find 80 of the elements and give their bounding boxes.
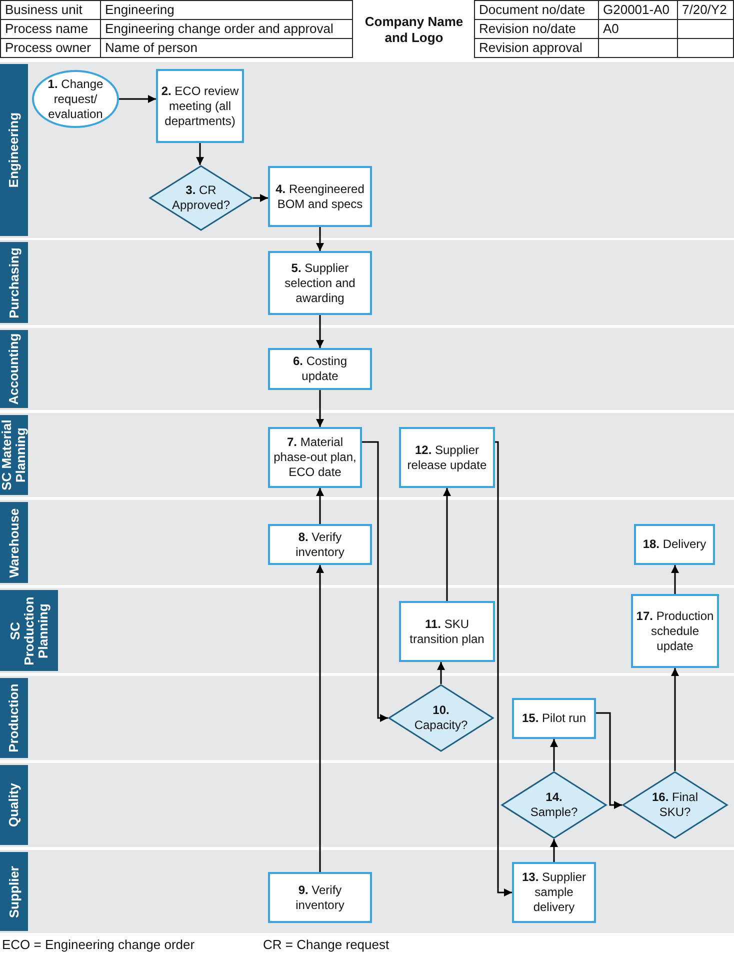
step-label: 14. Sample?: [529, 790, 579, 820]
footnote: ECO = Engineering change order: [2, 937, 196, 953]
decision-diamond: [501, 771, 607, 839]
arrow: [494, 441, 512, 896]
decision-diamond: [388, 684, 494, 752]
arrow: [596, 712, 622, 809]
lane-label: Accounting: [7, 333, 21, 405]
table-cell: 7/20/Y2: [677, 0, 734, 20]
arrow: [671, 565, 679, 594]
arrow: [316, 390, 324, 427]
arrow: [362, 441, 388, 722]
step-label: 3. CR Approved?: [170, 183, 232, 213]
step-label: 1. Change request/ evaluation: [46, 76, 104, 122]
swimlane-band: [0, 500, 734, 585]
arrow: [316, 488, 324, 524]
process-box: [399, 601, 495, 662]
swimlane-band: [0, 676, 734, 760]
header-text: Company Name and Logo: [364, 14, 464, 46]
lane-label: Warehouse: [7, 508, 21, 578]
swimlane-band: [0, 850, 734, 933]
arrow: [196, 143, 204, 165]
step-label: 12. Supplier release update: [406, 442, 488, 472]
lane-label: Engineering: [7, 112, 21, 188]
process-box: [268, 348, 372, 390]
arrow: [316, 565, 324, 872]
footnote: CR = Change request: [263, 937, 390, 953]
lane-label: SC Material Planning: [0, 418, 28, 492]
lane-label: Supplier: [7, 866, 21, 918]
swimlane-band: [0, 62, 734, 238]
step-label: 15. Pilot run: [520, 711, 588, 726]
lane-label: Purchasing: [7, 247, 21, 318]
arrow: [253, 194, 268, 202]
arrow: [437, 662, 445, 684]
arrow: [316, 315, 324, 348]
step-label: 10. Capacity?: [413, 703, 469, 733]
swimlane-band: [0, 588, 734, 673]
step-label: 16. Final SKU?: [650, 790, 700, 820]
process-box: [268, 524, 372, 565]
lane-label: Production: [7, 684, 21, 752]
arrow: [550, 739, 558, 771]
process-box: [268, 872, 372, 923]
arrow: [671, 668, 679, 771]
process-box: [399, 427, 495, 488]
table-cell: Business unit: [0, 0, 101, 20]
swimlane-band: [0, 763, 734, 847]
table-cell: Revision approval: [474, 38, 599, 58]
process-box: [156, 69, 244, 143]
swimlane-band: [0, 413, 734, 497]
swimlane-band: [0, 328, 734, 410]
process-box: [512, 862, 596, 923]
decision-diamond: [622, 771, 728, 839]
process-box: [512, 698, 596, 739]
table-cell: Process owner: [0, 38, 101, 58]
table-cell: Document no/date: [474, 0, 599, 20]
swimlane-band: [0, 240, 734, 325]
arrow: [550, 839, 558, 862]
step-label: 9. Verify inventory: [294, 882, 346, 912]
decision-diamond: [149, 165, 253, 231]
lane-label: SC Production Planning: [8, 595, 50, 667]
step-label: 6. Costing update: [292, 354, 348, 384]
table-cell: Engineering: [100, 0, 353, 20]
step-label: 4. Reengineered BOM and specs: [274, 182, 366, 212]
process-box: [268, 166, 372, 227]
step-label: 17. Production schedule update: [635, 608, 715, 654]
arrow: [443, 488, 451, 601]
step-label: 18. Delivery: [642, 537, 708, 552]
arrow: [316, 227, 324, 251]
step-label: 8. Verify inventory: [294, 530, 346, 560]
step-label: 5. Supplier selection and awarding: [284, 260, 356, 306]
process-box: [268, 251, 372, 315]
process-box: [268, 427, 362, 488]
step-label: 2. ECO review meeting (all departments): [160, 84, 240, 128]
table-cell: Name of person: [100, 38, 353, 58]
step-label: 13. Supplier sample delivery: [520, 870, 588, 915]
step-label: 11. SKU transition plan: [408, 616, 486, 646]
process-box: [631, 594, 719, 668]
step-label: 7. Material phase-out plan, ECO date: [272, 435, 358, 480]
process-box: [634, 524, 715, 565]
lane-label: Quality: [7, 782, 21, 828]
arrow: [119, 95, 156, 103]
